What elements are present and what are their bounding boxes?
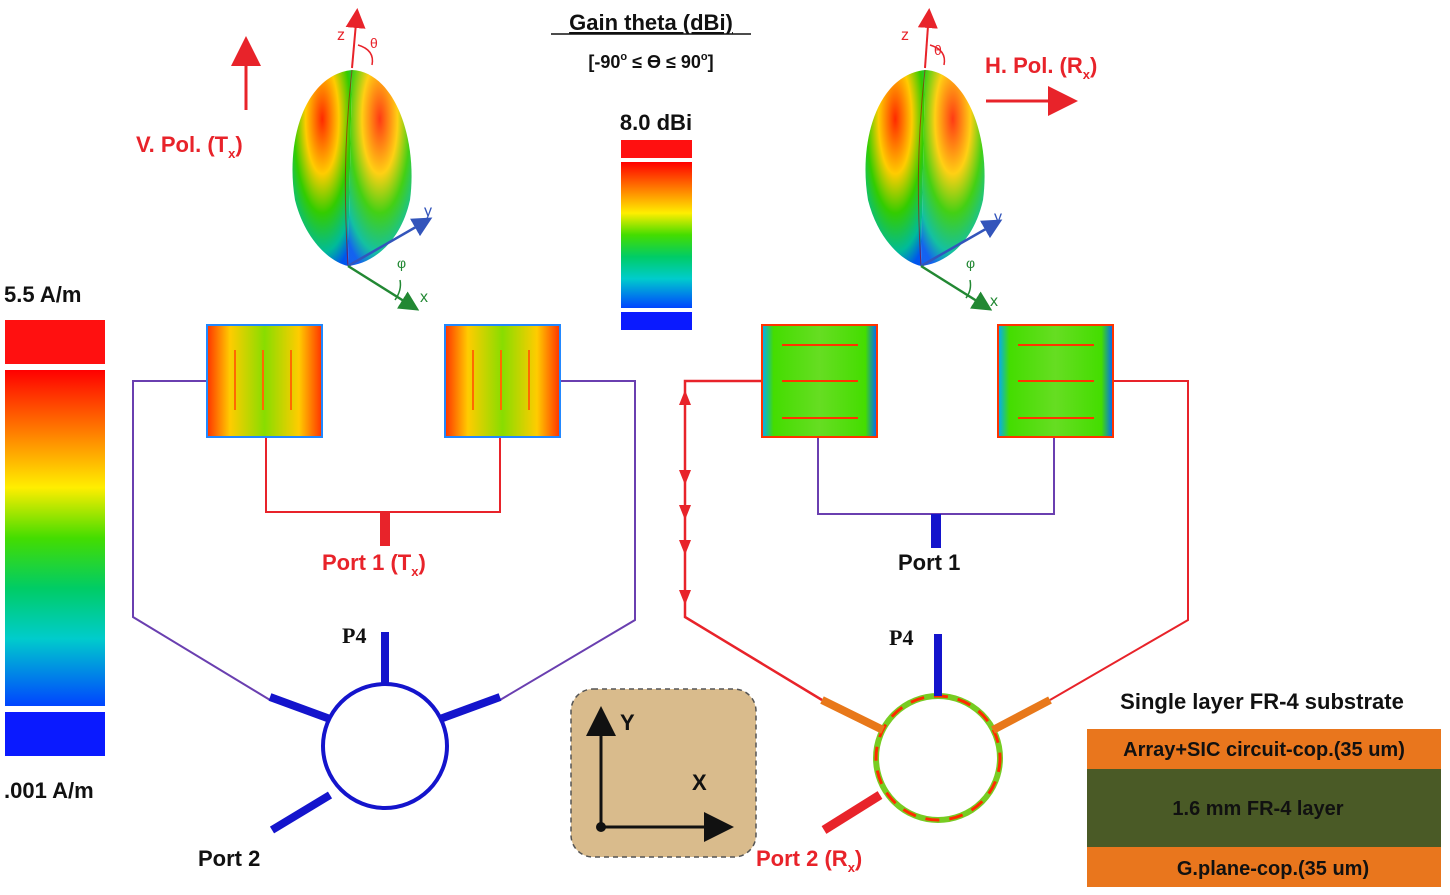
- left-x-label: x: [420, 289, 428, 306]
- current-max-label: 5.5 A/m: [4, 282, 81, 307]
- right-y-label: y: [994, 209, 1002, 226]
- right-x-label: x: [990, 293, 998, 310]
- left-feed-line-outer-left: [132, 380, 271, 701]
- left-patch-current-arrows: [234, 350, 530, 410]
- left-y-label: y: [424, 203, 432, 220]
- substrate-stack: Single layer FR-4 substrate Array+SIC ci…: [1087, 689, 1441, 887]
- right-feed-line-outer-left: [683, 379, 823, 702]
- left-p4-label: P4: [342, 623, 366, 648]
- left-circuit: [132, 324, 636, 834]
- substrate-layer-bottom: [1087, 847, 1441, 887]
- current-min-label: .001 A/m: [4, 778, 94, 803]
- left-port1-feed: [380, 512, 390, 546]
- coordinate-inset-background: [570, 688, 757, 858]
- right-ring-arm-right: [991, 696, 1052, 734]
- right-phi-arc: [965, 279, 972, 299]
- left-lobe-seam: [344, 69, 353, 267]
- left-z-label: z: [337, 27, 345, 44]
- substrate-layer-bottom-label: G.plane-cop.(35 um): [1177, 858, 1369, 880]
- right-lobe-seam: [917, 69, 926, 267]
- substrate-title: Single layer FR-4 substrate: [1120, 689, 1404, 714]
- right-y-axis: [920, 219, 1003, 268]
- left-port2-stub: [269, 791, 333, 834]
- x-axis-label: X: [692, 770, 707, 795]
- right-z-label: z: [901, 27, 909, 44]
- left-port1-label: Port 1 (Tx): [322, 550, 426, 579]
- left-z-axis: [345, 8, 366, 69]
- right-port2-label: Port 2 (Rx): [756, 846, 862, 875]
- left-radiation-pattern: z θ y x φ: [292, 8, 433, 311]
- substrate-layer-top: [1087, 729, 1441, 769]
- right-theta-arc: [929, 44, 946, 66]
- left-theta-arc: [357, 44, 374, 66]
- right-power-divider: [817, 435, 1055, 515]
- right-theta-label: θ: [934, 42, 942, 58]
- right-port1-label: Port 1: [898, 550, 960, 575]
- substrate-layer-top-label: Array+SIC circuit-cop.(35 um): [1123, 739, 1405, 761]
- left-sic-ring: [321, 682, 449, 810]
- right-lobe-right-half: [921, 70, 985, 266]
- right-port1-feed: [931, 514, 941, 548]
- right-phi-label: φ: [966, 255, 975, 271]
- left-power-divider: [265, 435, 501, 513]
- right-sic-ring-hotspots: [874, 694, 1002, 822]
- h-pol-label: H. Pol. (Rx): [985, 53, 1097, 82]
- gain-max-label: 8.0 dBi: [620, 110, 692, 135]
- left-ring-arm-left: [268, 693, 332, 723]
- coordinate-inset: Y X: [570, 688, 757, 858]
- left-feed-line-outer-right: [499, 380, 636, 701]
- right-circuit: [679, 324, 1189, 834]
- left-y-axis: [347, 217, 433, 268]
- right-x-axis: [920, 264, 993, 311]
- right-ring-arm-left: [820, 696, 885, 734]
- right-port2-stub: [821, 791, 883, 834]
- left-x-axis: [347, 264, 420, 311]
- gain-min-swatch: [621, 312, 692, 330]
- gain-colorbar: [621, 162, 692, 308]
- current-min-swatch: [5, 712, 105, 756]
- left-patch-2: [444, 324, 561, 438]
- left-lobe-right-half: [348, 70, 412, 266]
- current-max-swatch: [5, 320, 105, 364]
- y-axis-label: Y: [620, 710, 635, 735]
- left-port2-label: Port 2: [198, 846, 260, 871]
- current-colorbar: [5, 370, 105, 706]
- right-p4-label: P4: [889, 625, 913, 650]
- gain-range: [-90o ≤ ϴ ≤ 90o]: [588, 51, 713, 72]
- left-phi-arc: [394, 279, 402, 301]
- substrate-layer-middle-label: 1.6 mm FR-4 layer: [1172, 798, 1343, 820]
- right-z-axis: [917, 8, 938, 69]
- substrate-layer-middle: [1087, 769, 1441, 847]
- right-patch-current-arrows: [782, 344, 1094, 419]
- gain-title: Gain theta (dBi): [569, 10, 733, 35]
- right-feed-current-arrows: [679, 390, 691, 605]
- left-lobe-left-half: [292, 70, 352, 266]
- right-lobe-left-half: [865, 70, 925, 266]
- gain-max-swatch: [621, 140, 692, 158]
- left-patch-1: [206, 324, 323, 438]
- origin-dot: [596, 822, 606, 832]
- left-ring-arm-right: [438, 693, 502, 723]
- right-feed-line-outer-right: [1049, 380, 1189, 701]
- v-pol-label: V. Pol. (Tx): [136, 132, 243, 161]
- current-legend: 5.5 A/m .001 A/m: [4, 282, 105, 803]
- gain-legend: Gain theta (dBi) [-90o ≤ ϴ ≤ 90o] 8.0 dB…: [551, 10, 751, 330]
- left-theta-label: θ: [370, 35, 378, 51]
- right-radiation-pattern: z θ y x φ: [865, 8, 1003, 311]
- left-phi-label: φ: [397, 255, 406, 271]
